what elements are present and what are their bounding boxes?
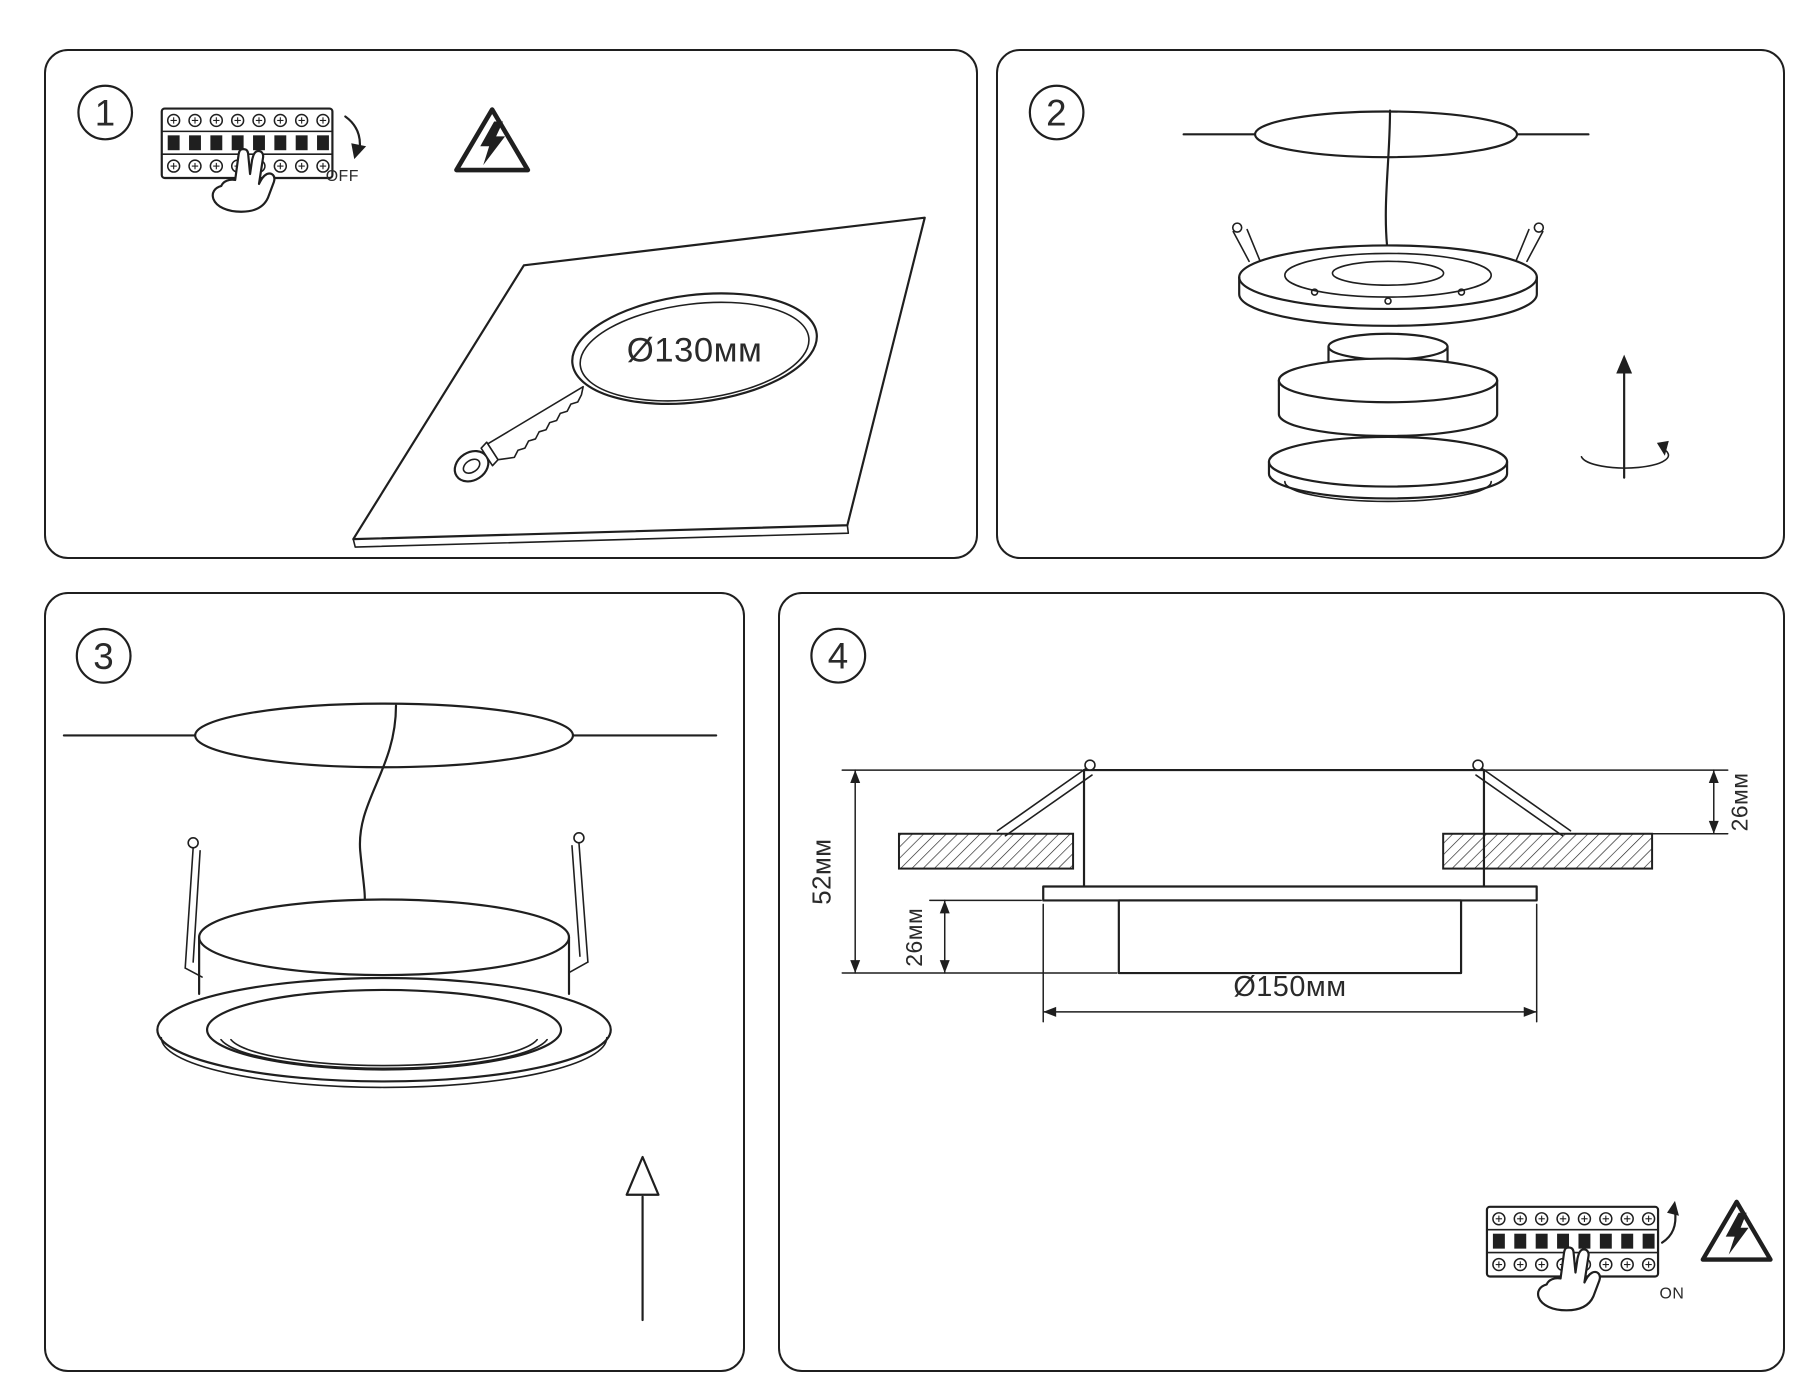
trim-ring xyxy=(1267,435,1509,503)
step-number: 1 xyxy=(95,92,116,133)
circuit-breaker-illustration: ON xyxy=(1485,1200,1685,1312)
dimension-recess-above: 26мм xyxy=(1483,769,1753,835)
step-2-illustration: 2 xyxy=(1028,84,1670,503)
step-3-illustration: 3 xyxy=(62,627,718,1322)
trim-diameter-label: Ø150мм xyxy=(1233,971,1346,1003)
step-3-panel: 3 xyxy=(44,592,745,1372)
cross-section-drawing: 52мм 26мм 26мм xyxy=(808,759,1753,1023)
step-number-badge: 1 xyxy=(77,84,134,141)
hole-diameter-label: Ø130мм xyxy=(627,332,763,370)
ceiling-illustration xyxy=(1182,110,1590,159)
step-number: 4 xyxy=(828,636,849,677)
ceiling-hole xyxy=(194,702,575,769)
spring-clip-right xyxy=(1472,759,1572,837)
recess-above-label: 26мм xyxy=(1727,772,1753,831)
pointing-hand-icon xyxy=(211,148,276,213)
rotate-arrow-icon xyxy=(1580,354,1670,479)
on-arrow-icon xyxy=(1660,1209,1677,1244)
power-wire xyxy=(1384,109,1392,247)
circuit-breaker-illustration xyxy=(160,107,334,213)
spring-clip-right xyxy=(1514,228,1544,265)
step-badge-circle xyxy=(77,84,134,141)
step-1-panel: 1 OFF xyxy=(44,49,978,559)
pointing-hand-icon xyxy=(1537,1246,1601,1312)
mounting-ring xyxy=(1231,222,1545,327)
on-label: ON xyxy=(1660,1285,1685,1302)
step-badge-circle xyxy=(1028,84,1085,141)
keyhole-saw-icon xyxy=(453,385,584,483)
lamp-module xyxy=(1277,332,1499,438)
step-number-badge: 2 xyxy=(1028,84,1085,141)
recess-below-label: 26мм xyxy=(901,908,927,967)
dimension-total-height: 52мм xyxy=(808,769,1118,974)
total-height-label: 52мм xyxy=(808,838,836,904)
step-badge-circle xyxy=(75,627,132,684)
step-number-badge: 4 xyxy=(810,627,867,684)
step-4-illustration: 4 xyxy=(808,627,1773,1312)
cutout-hole xyxy=(571,292,818,405)
spring-clip-left xyxy=(1232,228,1262,265)
push-up-arrow-icon xyxy=(625,1155,660,1322)
off-label: OFF xyxy=(326,168,359,185)
electric-shock-warning-icon xyxy=(454,107,531,173)
step-number: 2 xyxy=(1046,92,1067,133)
spring-clip-left xyxy=(996,759,1096,837)
spring-clip-right xyxy=(569,832,589,973)
ceiling-slab-right xyxy=(1442,832,1654,870)
electric-shock-warning-icon xyxy=(1700,1199,1773,1262)
dimension-recess-below: 26мм xyxy=(901,899,1042,974)
ceiling-illustration xyxy=(62,702,718,769)
step-2-panel: 2 xyxy=(996,49,1785,559)
power-on-indicator: ON xyxy=(1660,1200,1685,1302)
spring-clip-left xyxy=(184,837,203,978)
step-badge-circle xyxy=(810,627,867,684)
step-1-illustration: 1 OFF xyxy=(77,84,926,548)
ceiling-slab-left xyxy=(897,832,1075,870)
ceiling-cutout-illustration: Ø130мм xyxy=(352,216,926,548)
lens xyxy=(205,988,563,1071)
power-wire xyxy=(358,704,398,910)
step-4-panel: 4 xyxy=(778,592,1785,1372)
trim-ring-section xyxy=(1042,885,1538,902)
dimension-trim-diameter: Ø150мм xyxy=(1042,903,1538,1023)
step-number: 3 xyxy=(93,636,114,677)
power-off-indicator: OFF xyxy=(326,115,367,185)
step-number-badge: 3 xyxy=(75,627,132,684)
downlight-body xyxy=(156,898,612,1089)
ceiling-hole xyxy=(1253,110,1519,159)
lamp-housing-section xyxy=(1117,899,1463,975)
